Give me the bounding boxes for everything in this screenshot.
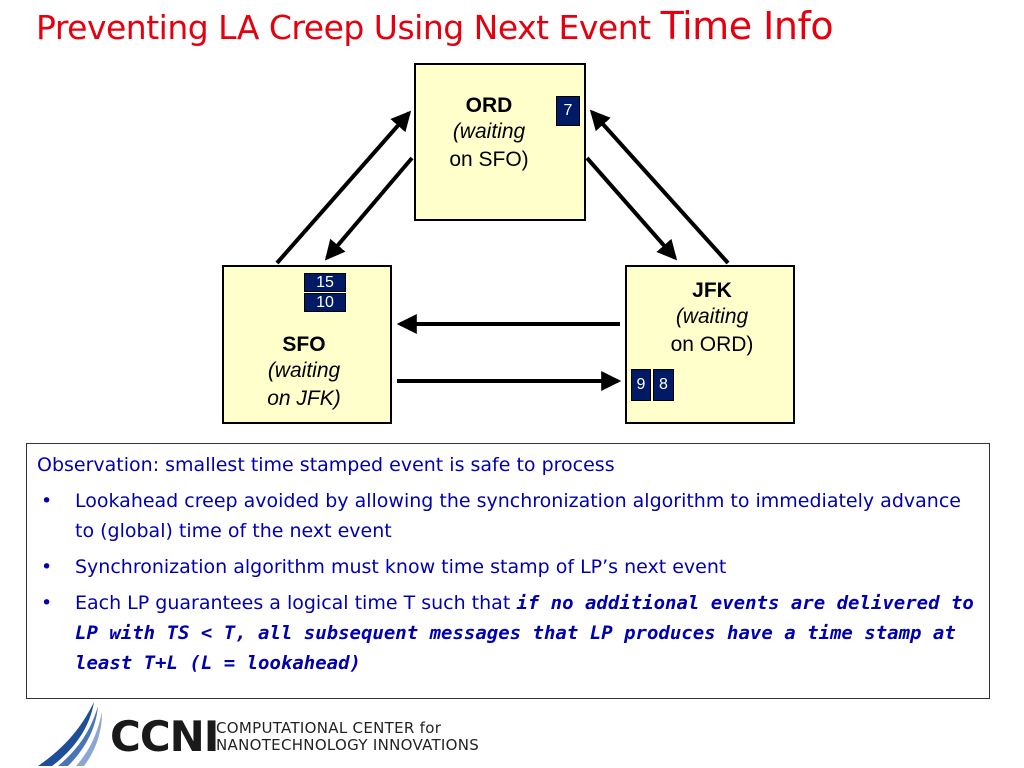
list-item: • Lookahead creep avoided by allowing th… <box>27 486 977 546</box>
bullet-text: Each LP guarantees a logical time T such… <box>75 592 517 614</box>
node-jfk-name: JFK <box>692 279 732 302</box>
node-jfk-on: on ORD) <box>670 333 754 356</box>
list-item: • Each LP guarantees a logical time T su… <box>27 588 977 678</box>
observation-box: Observation: smallest time stamped event… <box>26 443 990 699</box>
bullet-glyph: • <box>41 490 53 512</box>
title-part-1: Preventing LA Creep Using Next Event <box>36 8 661 47</box>
timestamp-chip: 7 <box>556 96 580 126</box>
node-jfk-waiting: (waiting <box>675 305 749 328</box>
arrow-ord-to-jfk <box>585 156 678 261</box>
slide-title: Preventing LA Creep Using Next Event Tim… <box>36 4 1016 66</box>
arrow-jfk-to-ord <box>589 109 730 265</box>
arrow-sfo-to-ord <box>275 110 412 265</box>
logo-name: CCNI <box>110 712 219 761</box>
logo-line-2: NANOTECHNOLOGY INNOVATIONS <box>216 736 480 754</box>
node-ord: ORD (waiting on SFO) <box>414 63 586 221</box>
bullet-emphasis: if no additional events are delivered to… <box>75 592 974 674</box>
node-ord-name: ORD <box>465 94 513 117</box>
timestamp-chip: 15 <box>304 273 346 292</box>
bullet-glyph: • <box>41 592 53 614</box>
bullet-glyph: • <box>41 556 53 578</box>
bullet-text: Lookahead creep avoided by allowing the … <box>75 490 961 542</box>
node-ord-waiting: (waiting <box>452 120 526 143</box>
arrow-layer <box>275 109 730 391</box>
logo-subtitle: COMPUTATIONAL CENTER for NANOTECHNOLOGY … <box>216 720 479 754</box>
observation-bullets: • Lookahead creep avoided by allowing th… <box>27 486 977 684</box>
logo-line-1: COMPUTATIONAL CENTER for <box>216 719 442 737</box>
node-sfo-waiting: (waiting <box>267 359 341 382</box>
node-jfk: JFK (waiting on ORD) <box>625 265 795 424</box>
observation-heading: Observation: smallest time stamped event… <box>37 454 615 476</box>
title-part-2: Time Info <box>660 4 834 48</box>
timestamp-chip: 10 <box>304 293 346 312</box>
timestamp-chip: 9 <box>631 369 651 401</box>
list-item: • Synchronization algorithm must know ti… <box>27 552 977 582</box>
ccni-logo-icon <box>38 702 102 766</box>
node-sfo-name: SFO <box>282 333 326 356</box>
bullet-text: Synchronization algorithm must know time… <box>75 556 727 578</box>
arrow-ord-to-sfo <box>324 156 414 261</box>
node-sfo-on: on JFK) <box>267 387 341 410</box>
node-ord-on: on SFO) <box>449 148 529 171</box>
timestamp-chip: 8 <box>653 369 674 401</box>
